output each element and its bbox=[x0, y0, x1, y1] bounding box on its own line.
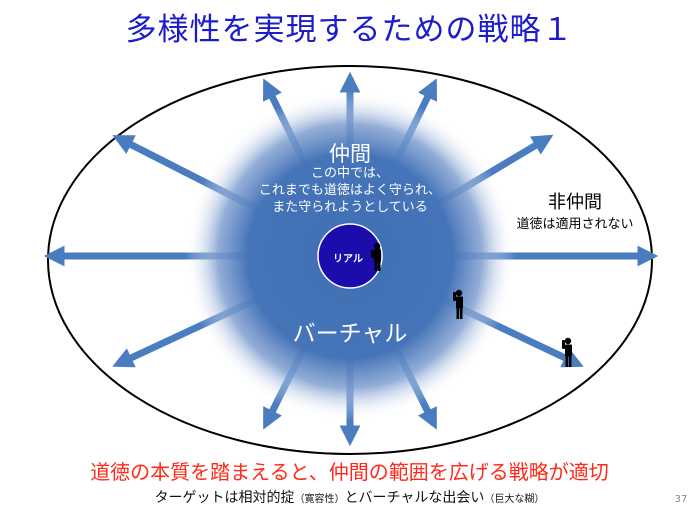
real-core bbox=[317, 223, 383, 289]
nakama-description: この中では、 これまでも道徳はよく守られ、 また守られようとしている bbox=[225, 165, 475, 216]
person-icon bbox=[562, 337, 572, 367]
nakama-desc-line-2: これまでも道徳はよく守られ、 bbox=[258, 183, 442, 198]
target-note-1: （寛容性） bbox=[294, 494, 345, 505]
target-statement: ターゲットは相対的掟（寛容性）とバーチャルな出会い（巨大な糊） bbox=[0, 487, 699, 507]
non-nakama-title: 非仲間 bbox=[548, 192, 602, 213]
non-nakama-description: 道徳は適用されない bbox=[516, 217, 634, 232]
nakama-title: 仲間 bbox=[329, 142, 371, 166]
slide-title: 多様性を実現するための戦略１ bbox=[125, 12, 574, 48]
strategy-statement: 道徳の本質を踏まえると、仲間の範囲を広げる戦略が適切 bbox=[90, 460, 609, 484]
target-part-1: ターゲットは相対的掟 bbox=[154, 490, 295, 506]
page-number: 37 bbox=[674, 494, 688, 505]
virtual-label: バーチャル bbox=[292, 321, 408, 347]
target-note-2: （巨大な糊） bbox=[484, 494, 545, 505]
real-label: リアル bbox=[333, 254, 363, 265]
target-part-2: とバーチャルな出会い bbox=[344, 490, 485, 506]
person-icon bbox=[453, 289, 463, 319]
nakama-desc-line-3: また守られようとしている bbox=[272, 200, 428, 215]
person-icon bbox=[371, 242, 381, 271]
nakama-desc-line-1: この中では、 bbox=[310, 166, 389, 181]
